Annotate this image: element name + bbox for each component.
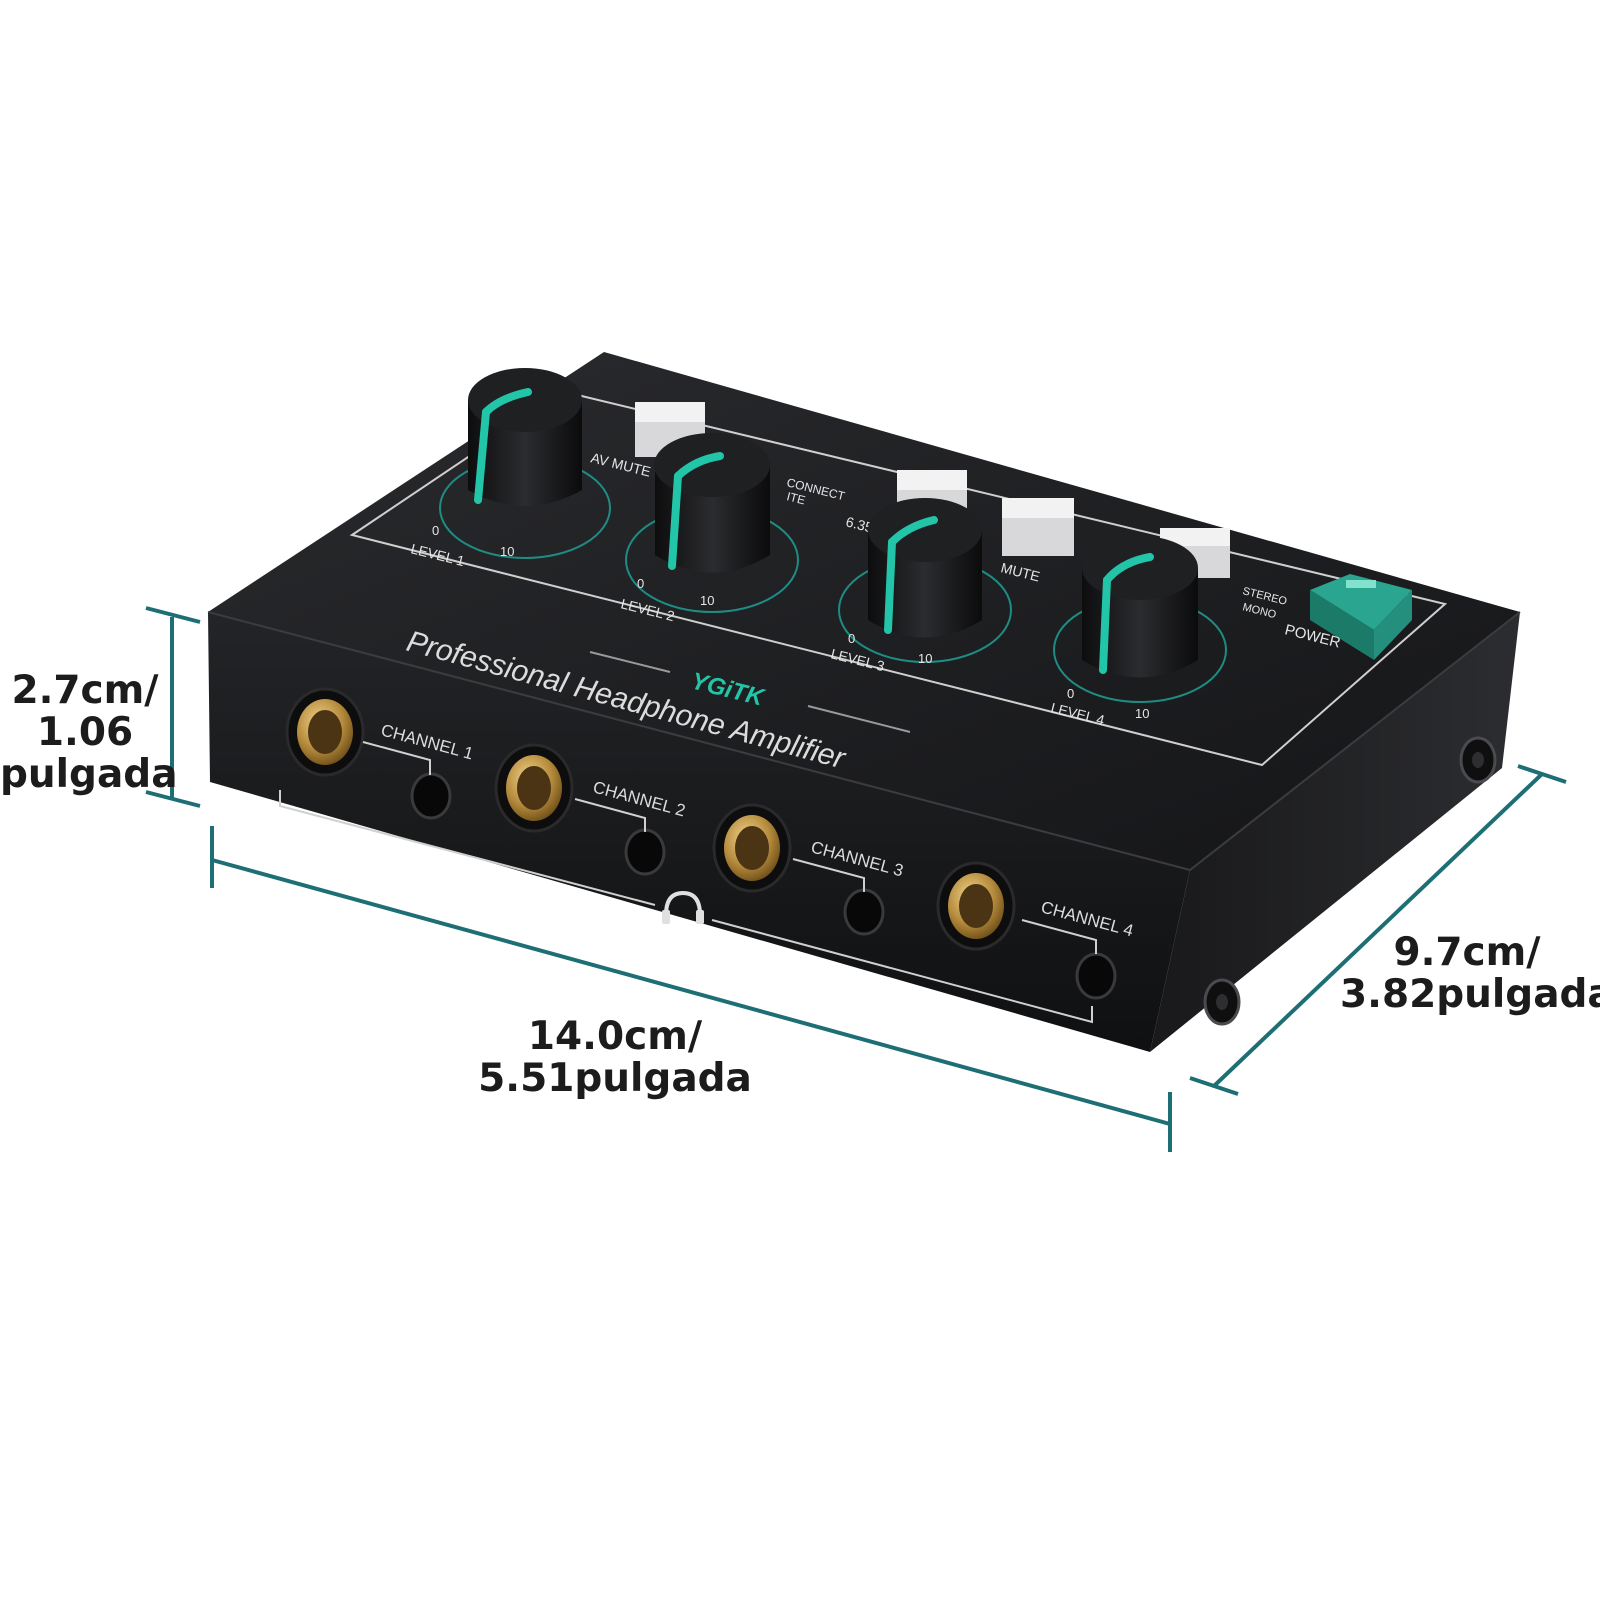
depth-metric: 9.7cm/ <box>1393 930 1541 975</box>
minijack-channel-4[interactable] <box>1075 952 1117 1000</box>
knob-max: 10 <box>700 593 714 608</box>
minijack-channel-1[interactable] <box>410 772 452 820</box>
jack-channel-3[interactable] <box>712 803 792 893</box>
knob-level-4[interactable]: 0 10 LEVEL 4 <box>1049 536 1227 728</box>
dimension-lines <box>145 606 1567 1152</box>
headphones-icon <box>662 890 704 924</box>
front-panel <box>208 612 1190 1052</box>
knob-max: 10 <box>500 544 514 559</box>
width-dimension-label: 14.0cm/ 5.51pulgada <box>470 1016 760 1100</box>
jack-channel-1[interactable] <box>285 687 365 777</box>
knob-min: 0 <box>637 576 644 591</box>
jack-channel-4[interactable] <box>936 861 1016 951</box>
switch-label: ITE <box>785 489 807 507</box>
knob-max: 10 <box>1135 706 1149 721</box>
side-screw <box>1459 736 1497 784</box>
width-metric: 14.0cm/ <box>527 1014 703 1059</box>
height-imperial-unit: pulgada <box>0 752 178 797</box>
knob-min: 0 <box>1067 686 1074 701</box>
power-button[interactable] <box>1310 574 1412 660</box>
width-imperial: 5.51pulgada <box>478 1056 752 1101</box>
height-imperial-value: 1.06 <box>36 710 134 755</box>
depth-dimension-line <box>1189 764 1567 1096</box>
knob-max: 10 <box>918 651 932 666</box>
front-top-edge <box>207 611 1521 872</box>
chassis <box>207 352 1521 1052</box>
jack-channel-2[interactable] <box>494 743 574 833</box>
switch-label: 6.35 <box>844 513 875 535</box>
toggle-switch[interactable] <box>1002 498 1074 556</box>
knob-level-3[interactable]: 0 10 LEVEL 3 <box>829 498 1012 674</box>
minijack-channel-2[interactable] <box>624 828 666 876</box>
depth-dimension-label: 9.7cm/ 3.82pulgada <box>1340 930 1600 1017</box>
side-screw <box>1203 978 1241 1026</box>
height-metric: 2.7cm/ <box>11 668 159 713</box>
knob-min: 0 <box>848 631 855 646</box>
height-dimension-line <box>145 606 201 808</box>
depth-imperial: 3.82pulgada <box>1340 972 1600 1017</box>
minijack-channel-3[interactable] <box>843 888 885 936</box>
right-side-panel <box>1150 612 1520 1052</box>
knob-level-1[interactable]: 0 10 LEVEL 1 <box>409 368 611 569</box>
knob-min: 0 <box>432 523 439 538</box>
height-dimension-label: 2.7cm/ 1.06 pulgada <box>0 668 178 797</box>
width-dimension-line <box>210 826 1172 1152</box>
